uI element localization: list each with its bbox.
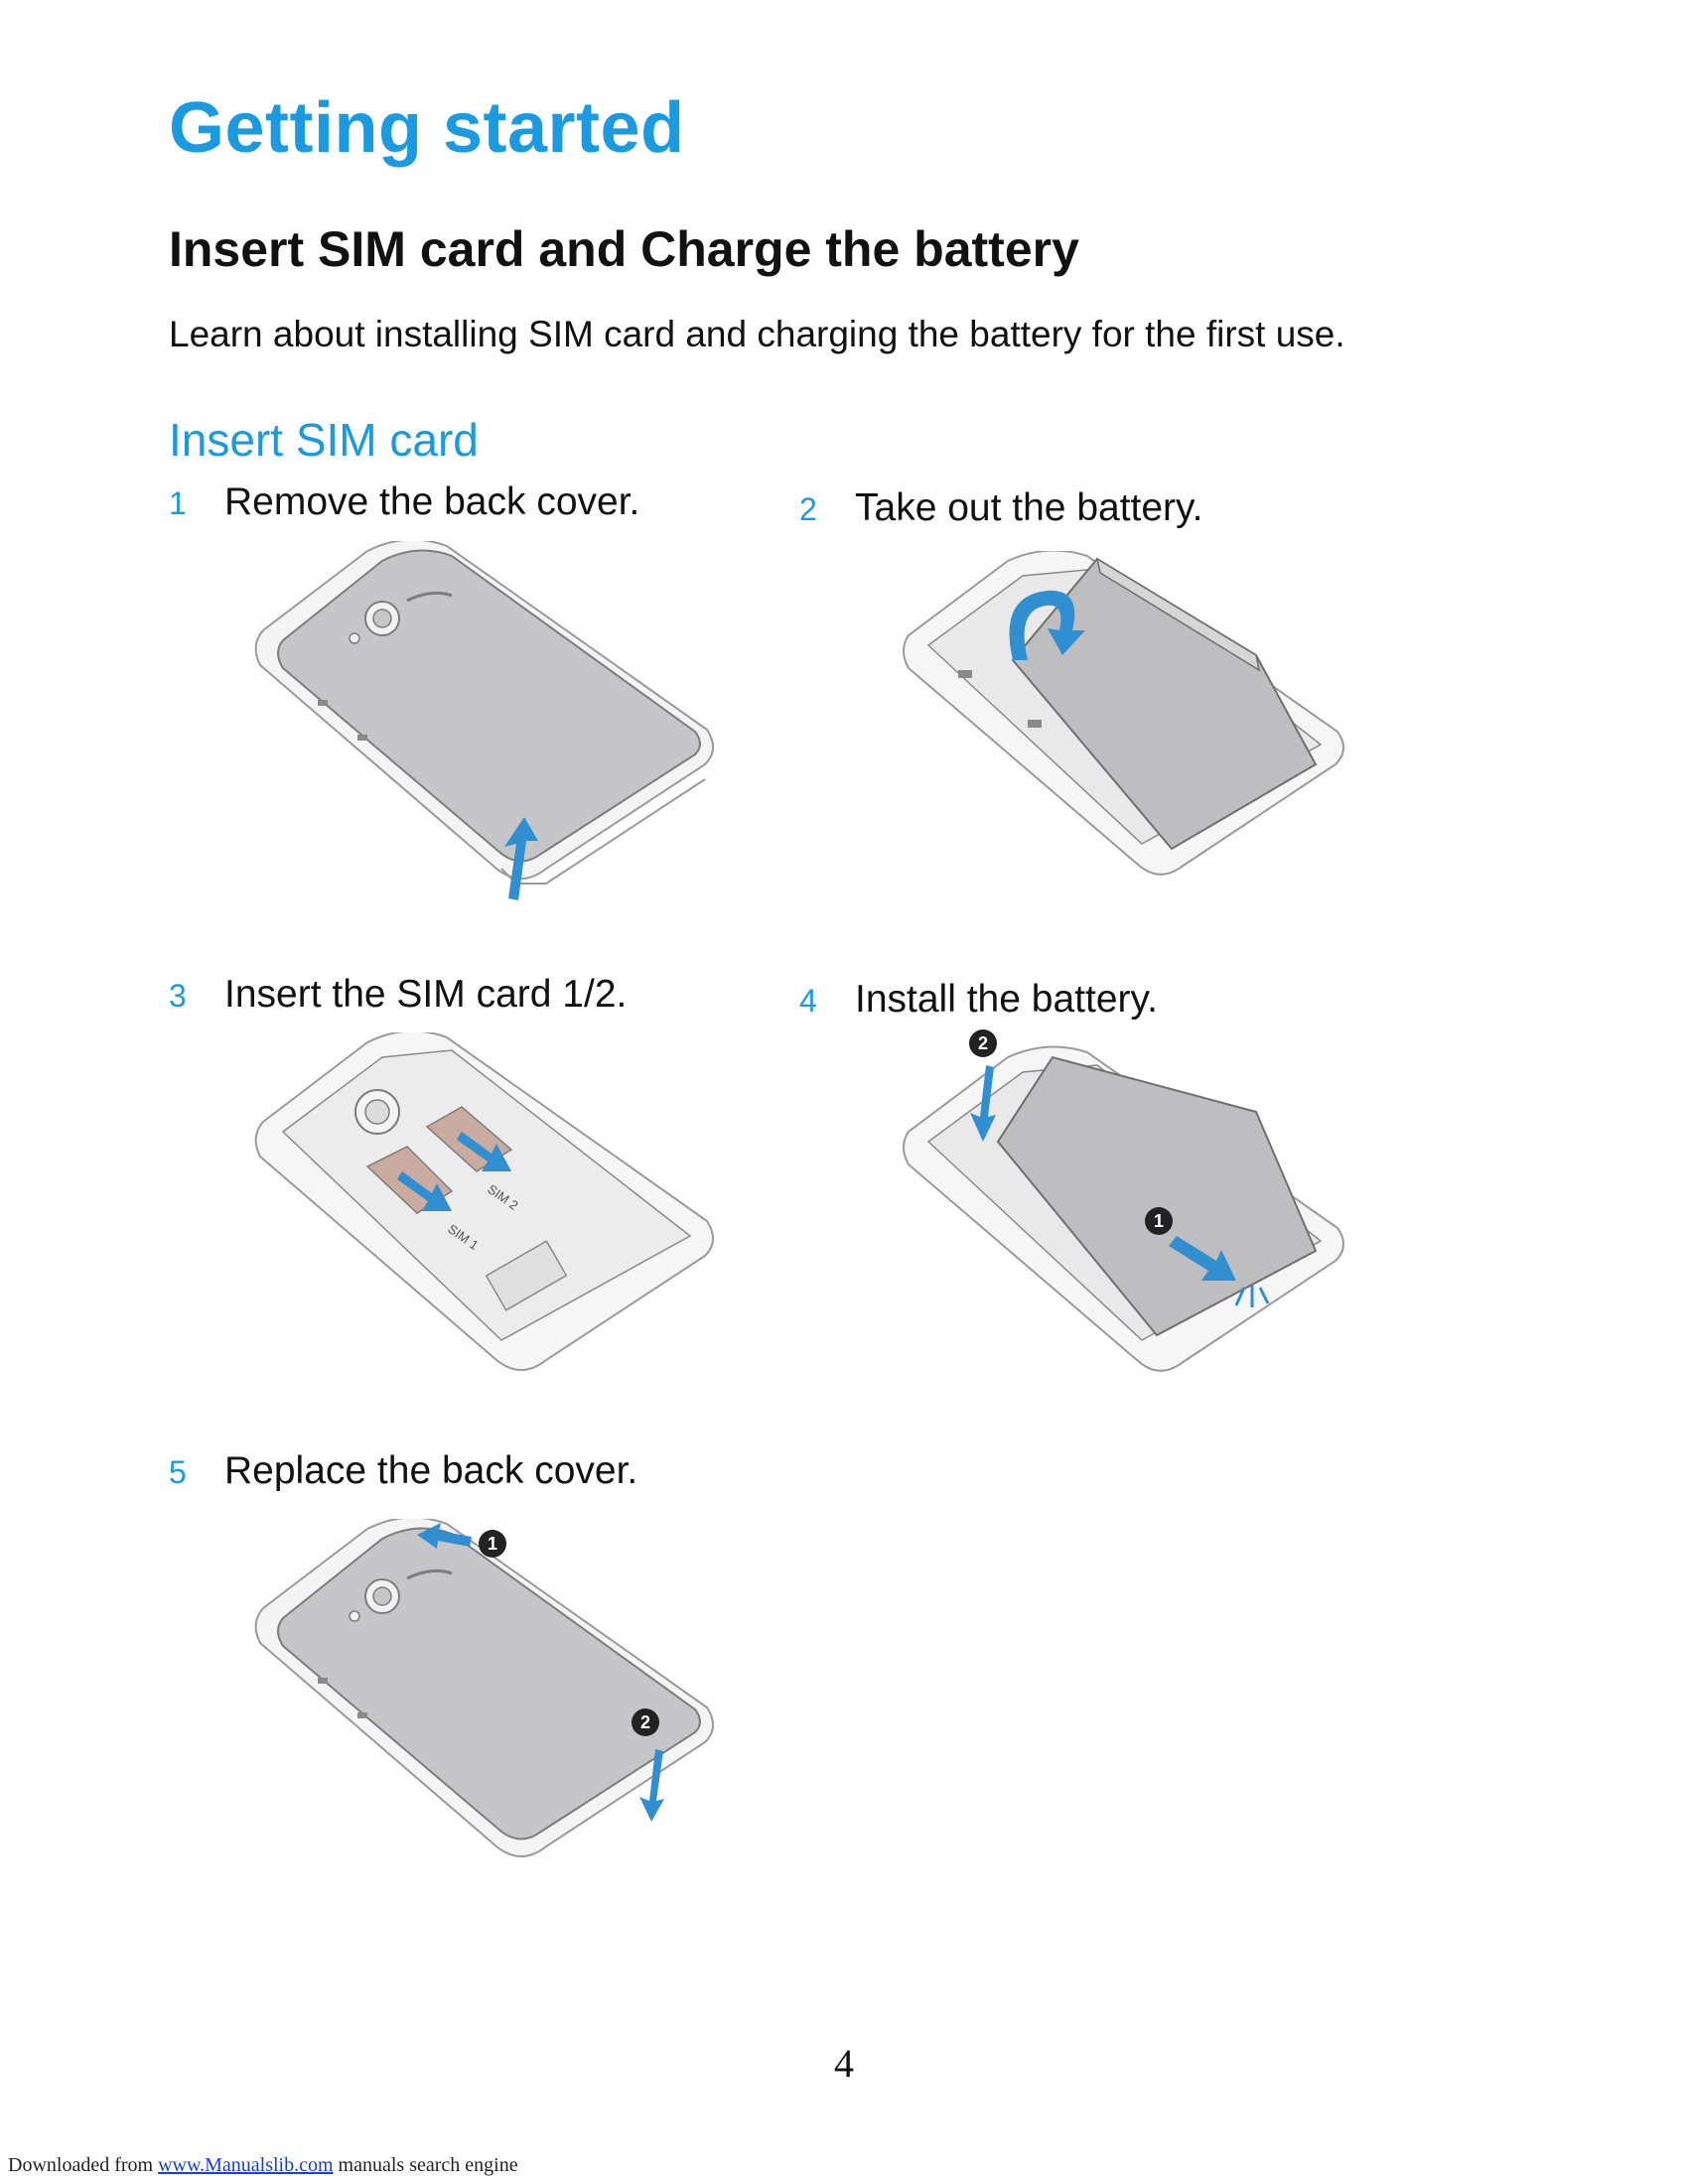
step-text: Replace the back cover. (224, 1449, 637, 1492)
figure-install-battery: 2 1 (899, 1027, 1355, 1395)
badge-2-label: 2 (978, 1033, 988, 1053)
page-number: 4 (0, 2040, 1688, 2087)
figure-remove-cover (248, 541, 725, 908)
step-text: Remove the back cover. (224, 480, 639, 523)
figure-insert-sim: SIM 2 SIM 1 (248, 1032, 725, 1400)
step-number: 2 (799, 491, 855, 528)
page-title: Getting started (169, 87, 685, 169)
step-number: 1 (169, 485, 224, 522)
step-text: Install the battery. (855, 978, 1158, 1021)
step-text: Take out the battery. (855, 486, 1203, 529)
figure-remove-battery (899, 551, 1355, 898)
subsection-heading: Insert SIM card (169, 413, 479, 467)
badge-2-label: 2 (640, 1712, 650, 1732)
footer-suffix: manuals search engine (334, 2154, 518, 2176)
badge-1-label: 1 (1154, 1211, 1164, 1231)
figure-replace-cover: 1 2 (248, 1519, 725, 1886)
badge-1-label: 1 (488, 1534, 497, 1554)
section-heading: Insert SIM card and Charge the battery (169, 220, 1079, 278)
manualslib-link[interactable]: www.Manualslib.com (158, 2154, 333, 2176)
step-number: 4 (799, 983, 855, 1020)
step-text: Insert the SIM card 1/2. (224, 973, 627, 1016)
footer: Downloaded from www.Manualslib.com manua… (8, 2154, 518, 2177)
footer-prefix: Downloaded from (8, 2154, 158, 2176)
step-number: 5 (169, 1454, 224, 1491)
step-number: 3 (169, 978, 224, 1015)
intro-text: Learn about installing SIM card and char… (169, 314, 1345, 355)
